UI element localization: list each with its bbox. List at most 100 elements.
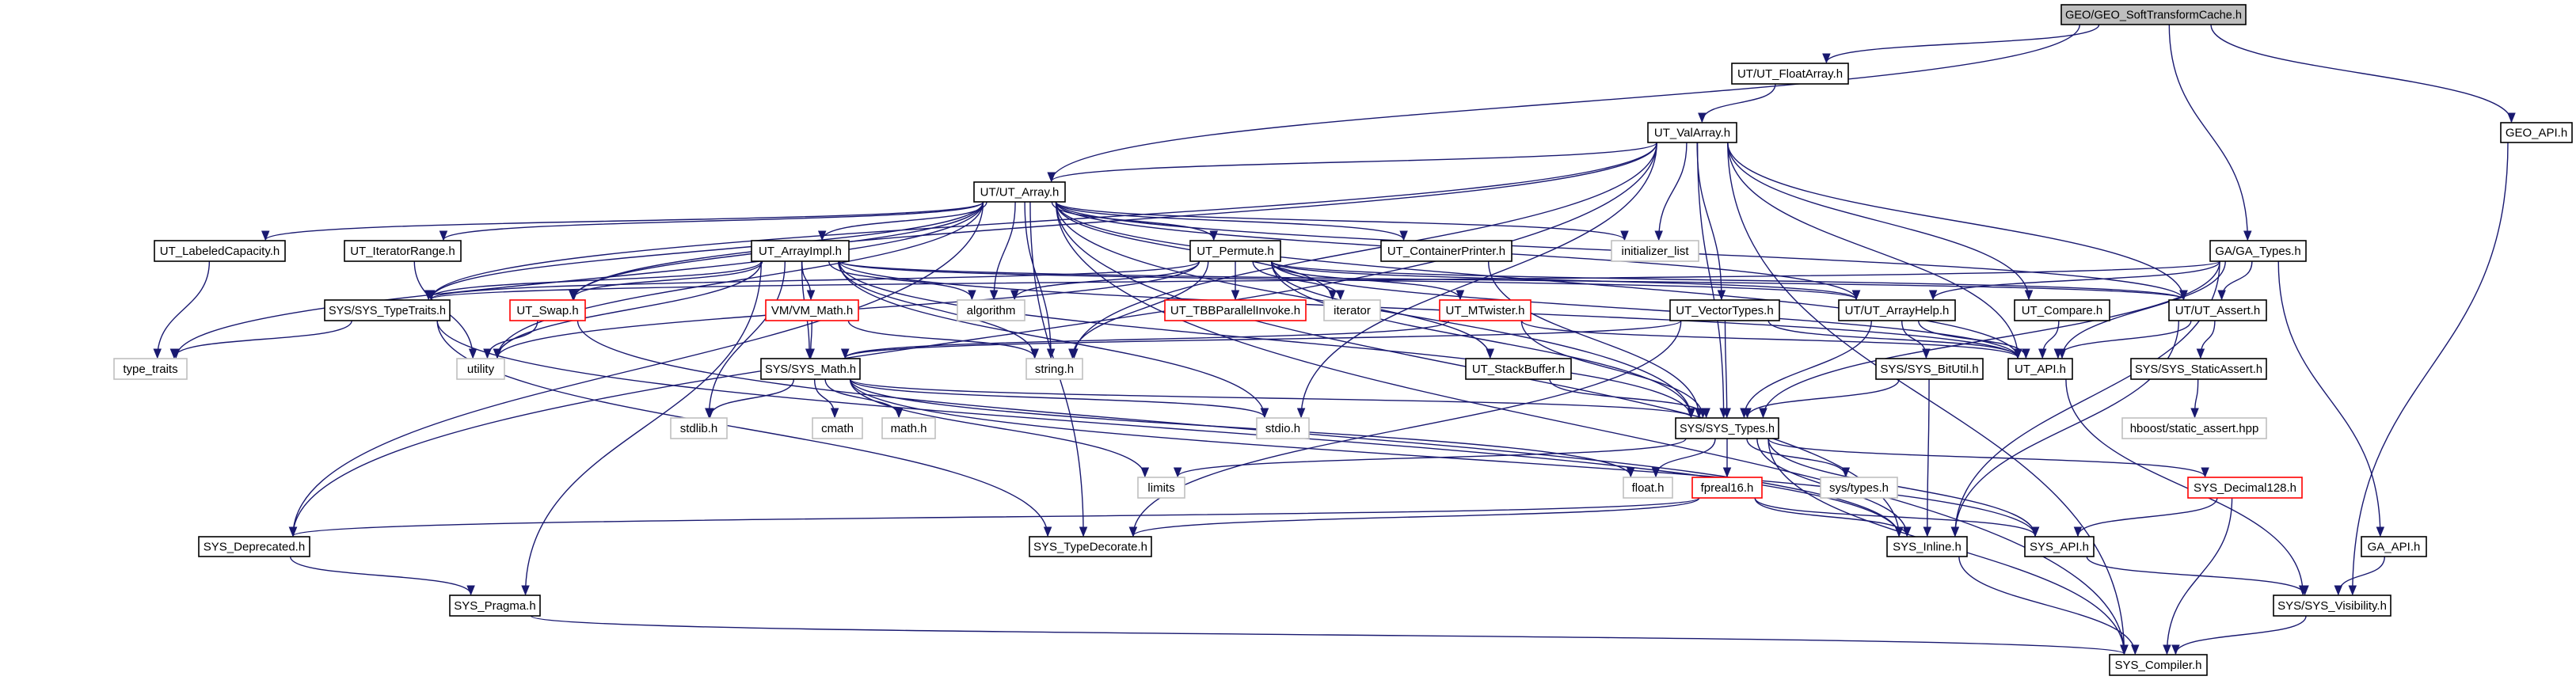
edge-arrayimpl-to-string	[837, 260, 1036, 359]
node-vmmath[interactable]: VM/VM_Math.h	[765, 299, 859, 321]
arrowhead-icon	[1922, 348, 1931, 359]
node-assert[interactable]: UT/UT_Assert.h	[2168, 299, 2267, 321]
arrowhead-icon	[466, 585, 475, 596]
node-sysapi[interactable]: SYS_API.h	[2024, 536, 2095, 557]
node-floath[interactable]: float.h	[1623, 477, 1673, 499]
node-box	[1820, 477, 1898, 499]
edge-arrayimpl-to-stdlib	[708, 260, 786, 418]
edge-permute-to-assert	[1270, 260, 2185, 300]
node-visibility[interactable]: SYS/SYS_Visibility.h	[2273, 595, 2391, 617]
arrowhead-icon	[1231, 290, 1240, 301]
node-fpreal16[interactable]: fpreal16.h	[1691, 477, 1763, 499]
arrowhead-icon	[841, 348, 850, 359]
arrowhead-icon	[1010, 290, 1019, 301]
node-mathh[interactable]: math.h	[881, 417, 936, 439]
arrowhead-icon	[1486, 348, 1494, 359]
edge-arrayhelp-to-bitutil	[1901, 320, 1927, 359]
edges	[153, 24, 2516, 655]
node-box	[2024, 536, 2095, 557]
node-label: SYS_Pragma.h	[454, 599, 535, 613]
edge-vectortypes-to-sysmath	[844, 320, 1682, 359]
node-utapi[interactable]: UT_API.h	[2007, 358, 2073, 380]
node-utarray[interactable]: UT/UT_Array.h	[973, 181, 1066, 203]
node-iterrange[interactable]: UT_IteratorRange.h	[344, 240, 462, 262]
edge-valarray-to-deprecated	[292, 142, 1657, 537]
edge-valarray-to-typetraits	[430, 142, 1657, 300]
node-inline[interactable]: SYS_Inline.h	[1886, 536, 1968, 557]
node-arrayimpl[interactable]: UT_ArrayImpl.h	[751, 240, 850, 262]
node-string[interactable]: string.h	[1025, 358, 1083, 380]
node-contprinter[interactable]: UT_ContainerPrinter.h	[1380, 240, 1512, 262]
node-label: UT_LabeledCapacity.h	[160, 245, 280, 258]
node-floatarray[interactable]: UT/UT_FloatArray.h	[1731, 63, 1849, 85]
node-initlist[interactable]: initializer_list	[1611, 240, 1699, 262]
node-box	[344, 240, 462, 262]
node-typetraitsstd[interactable]: type_traits	[113, 358, 188, 380]
node-bitutil[interactable]: SYS/SYS_BitUtil.h	[1875, 358, 1984, 380]
node-label: string.h	[1035, 363, 1074, 376]
edge-inline-to-compiler	[1958, 556, 2136, 655]
node-label: GA/GA_Types.h	[2215, 245, 2300, 258]
node-box	[2007, 358, 2073, 380]
node-systypesh[interactable]: sys/types.h	[1820, 477, 1898, 499]
node-pragma[interactable]: SYS_Pragma.h	[449, 595, 541, 617]
node-iterator[interactable]: iterator	[1323, 299, 1381, 321]
edge-utarray-to-algorithm	[993, 201, 1016, 300]
node-typedecorate[interactable]: SYS_TypeDecorate.h	[1029, 536, 1152, 557]
node-sysmath[interactable]: SYS/SYS_Math.h	[760, 358, 861, 380]
node-box	[1189, 240, 1281, 262]
node-stackbuffer[interactable]: UT_StackBuffer.h	[1465, 358, 1572, 380]
node-permute[interactable]: UT_Permute.h	[1189, 240, 1281, 262]
node-systypes[interactable]: SYS/SYS_Types.h	[1675, 417, 1779, 439]
arrowhead-icon	[1903, 526, 1912, 538]
arrowhead-icon	[1068, 348, 1077, 359]
node-geo[interactable]: GEO/GEO_SoftTransformCache.h	[2060, 4, 2247, 25]
node-decimal[interactable]: SYS_Decimal128.h	[2187, 477, 2303, 499]
node-arrayhelp[interactable]: UT/UT_ArrayHelp.h	[1838, 299, 1956, 321]
edge-mtwister-to-systypes	[1520, 320, 1704, 418]
node-typetraits[interactable]: SYS/SYS_TypeTraits.h	[324, 299, 451, 321]
edge-utarray-to-string	[1024, 201, 1052, 359]
node-box	[1137, 477, 1185, 499]
node-cmath[interactable]: cmath	[812, 417, 863, 439]
node-swap[interactable]: UT_Swap.h	[509, 299, 586, 321]
node-box	[1675, 417, 1779, 439]
arrowhead-icon	[706, 408, 714, 419]
node-vectortypes[interactable]: UT_VectorTypes.h	[1669, 299, 1780, 321]
node-utility[interactable]: utility	[456, 358, 505, 380]
node-tbb[interactable]: UT_TBBParallelInvoke.h	[1164, 299, 1307, 321]
edge-valarray-to-utapi	[1727, 142, 2019, 359]
edge-utarray-to-compiler	[1055, 201, 2125, 655]
edge-systypes-to-decimal	[1767, 438, 2206, 477]
arrowhead-icon	[1743, 408, 1752, 419]
arrowhead-icon	[1047, 172, 1056, 183]
node-gaapi[interactable]: GA_API.h	[2361, 536, 2427, 557]
node-stdio[interactable]: stdio.h	[1256, 417, 1310, 439]
node-label: UT_ValArray.h	[1654, 127, 1730, 140]
arrowhead-icon	[1654, 230, 1663, 241]
node-deprecated[interactable]: SYS_Deprecated.h	[198, 536, 310, 557]
node-limits[interactable]: limits	[1137, 477, 1185, 499]
edge-sysmath-to-cmath	[813, 378, 835, 418]
node-compare[interactable]: UT_Compare.h	[2014, 299, 2110, 321]
node-compiler[interactable]: SYS_Compiler.h	[2109, 654, 2208, 676]
node-box	[881, 417, 936, 439]
node-mtwister[interactable]: UT_MTwister.h	[1439, 299, 1532, 321]
arrowhead-icon	[1722, 408, 1731, 419]
node-staticassert[interactable]: SYS/SYS_StaticAssert.h	[2130, 358, 2267, 380]
node-hboost[interactable]: hboost/static_assert.hpp	[2121, 417, 2267, 439]
arrowhead-icon	[2201, 467, 2209, 478]
node-box	[509, 299, 586, 321]
edge-utarray-to-labeledcap	[264, 201, 984, 241]
node-valarray[interactable]: UT_ValArray.h	[1647, 122, 1737, 143]
node-labeledcap[interactable]: UT_LabeledCapacity.h	[154, 240, 286, 262]
arrowhead-icon	[2120, 644, 2129, 655]
node-gatypes[interactable]: GA/GA_Types.h	[2209, 240, 2307, 262]
node-box	[1838, 299, 1956, 321]
arrowhead-icon	[261, 230, 270, 241]
node-stdlib[interactable]: stdlib.h	[670, 417, 728, 439]
edge-geo-to-geoapi	[2210, 24, 2513, 123]
node-box	[2109, 654, 2208, 676]
node-algorithm[interactable]: algorithm	[957, 299, 1025, 321]
node-geoapi[interactable]: GEO_API.h	[2500, 122, 2573, 143]
